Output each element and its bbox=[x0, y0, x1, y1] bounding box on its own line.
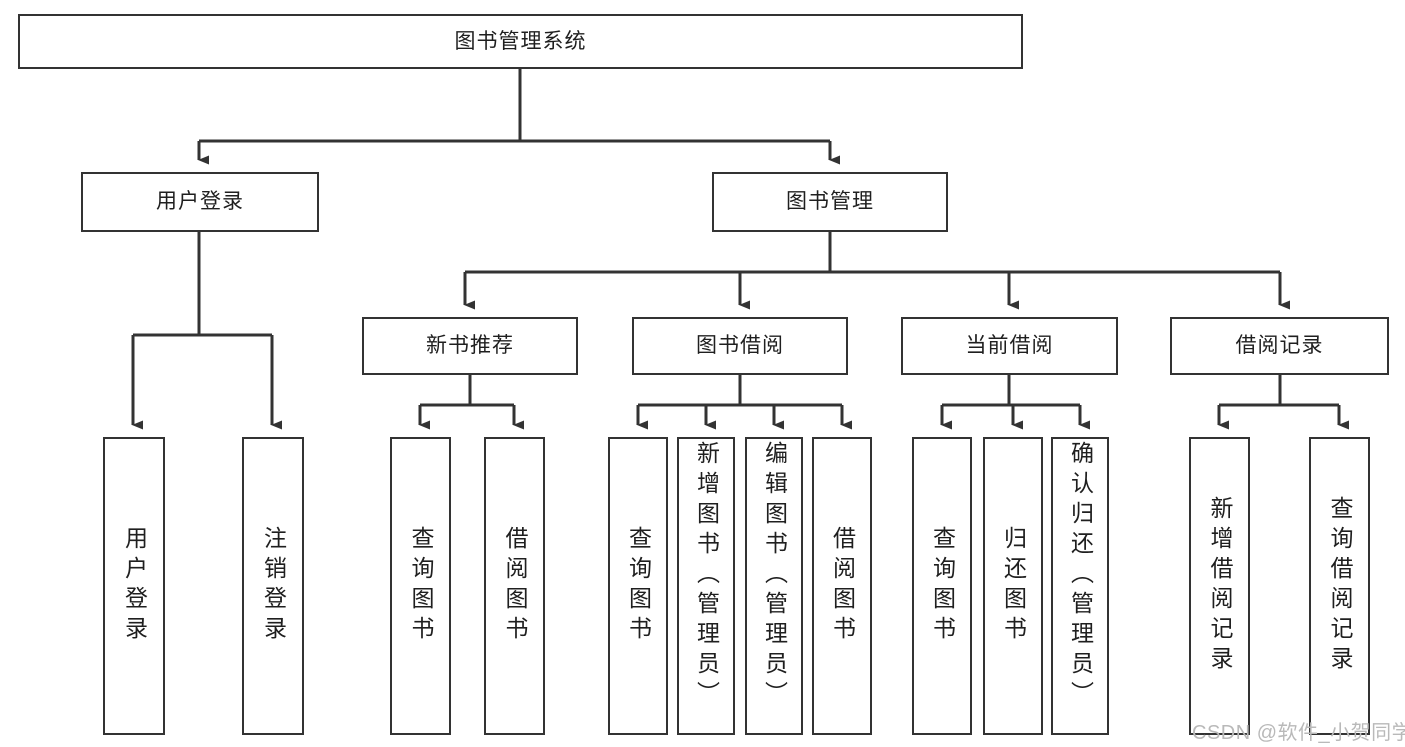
node-leaf-query-book-borrow[interactable]: 查询图书 bbox=[608, 437, 668, 735]
node-leaf-add-record[interactable]: 新增借阅记录 bbox=[1189, 437, 1250, 735]
node-current-borrow[interactable]: 当前借阅 bbox=[901, 317, 1118, 375]
node-root[interactable]: 图书管理系统 bbox=[18, 14, 1023, 69]
node-book-manage-label: 图书管理 bbox=[786, 190, 874, 214]
node-leaf-edit-book[interactable]: 编辑图书（管理员） bbox=[745, 437, 803, 735]
node-leaf-query-book-cur-label: 查询图书 bbox=[929, 526, 956, 646]
node-current-borrow-label: 当前借阅 bbox=[965, 334, 1054, 358]
node-leaf-logout[interactable]: 注销登录 bbox=[242, 437, 304, 735]
node-leaf-confirm-return-label: 确认归还（管理员） bbox=[1067, 441, 1094, 711]
node-borrow-record-label: 借阅记录 bbox=[1235, 334, 1324, 358]
node-book-manage[interactable]: 图书管理 bbox=[712, 172, 948, 232]
node-leaf-add-record-label: 新增借阅记录 bbox=[1207, 496, 1233, 676]
node-leaf-query-record-label: 查询借阅记录 bbox=[1327, 496, 1353, 676]
node-leaf-user-login-label: 用户登录 bbox=[121, 526, 148, 646]
node-leaf-borrow-book-rec[interactable]: 借阅图书 bbox=[484, 437, 545, 735]
node-leaf-query-book-borrow-label: 查询图书 bbox=[625, 526, 652, 646]
node-book-borrow-label: 图书借阅 bbox=[696, 334, 784, 358]
node-leaf-query-book-cur[interactable]: 查询图书 bbox=[912, 437, 972, 735]
node-leaf-add-book[interactable]: 新增图书（管理员） bbox=[677, 437, 735, 735]
node-leaf-query-record[interactable]: 查询借阅记录 bbox=[1309, 437, 1370, 735]
node-user-login[interactable]: 用户登录 bbox=[81, 172, 319, 232]
node-book-borrow[interactable]: 图书借阅 bbox=[632, 317, 848, 375]
node-user-login-label: 用户登录 bbox=[156, 190, 244, 214]
node-new-book-rec[interactable]: 新书推荐 bbox=[362, 317, 578, 375]
node-leaf-logout-label: 注销登录 bbox=[260, 526, 287, 646]
node-root-label: 图书管理系统 bbox=[454, 29, 587, 53]
node-leaf-edit-book-label: 编辑图书（管理员） bbox=[761, 441, 788, 711]
node-leaf-user-login[interactable]: 用户登录 bbox=[103, 437, 165, 735]
node-leaf-borrow-book-rec-label: 借阅图书 bbox=[502, 526, 528, 646]
node-leaf-return-book-label: 归还图书 bbox=[1000, 526, 1027, 646]
node-new-book-rec-label: 新书推荐 bbox=[426, 334, 514, 358]
node-leaf-borrow-book[interactable]: 借阅图书 bbox=[812, 437, 872, 735]
node-leaf-confirm-return[interactable]: 确认归还（管理员） bbox=[1051, 437, 1109, 735]
node-leaf-add-book-label: 新增图书（管理员） bbox=[693, 441, 720, 711]
csdn-watermark: CSDN @软件_小贺同学 bbox=[1192, 722, 1405, 744]
node-leaf-query-book-rec[interactable]: 查询图书 bbox=[390, 437, 451, 735]
node-leaf-borrow-book-label: 借阅图书 bbox=[829, 526, 856, 646]
node-leaf-query-book-rec-label: 查询图书 bbox=[408, 526, 434, 646]
node-borrow-record[interactable]: 借阅记录 bbox=[1170, 317, 1389, 375]
node-leaf-return-book[interactable]: 归还图书 bbox=[983, 437, 1043, 735]
